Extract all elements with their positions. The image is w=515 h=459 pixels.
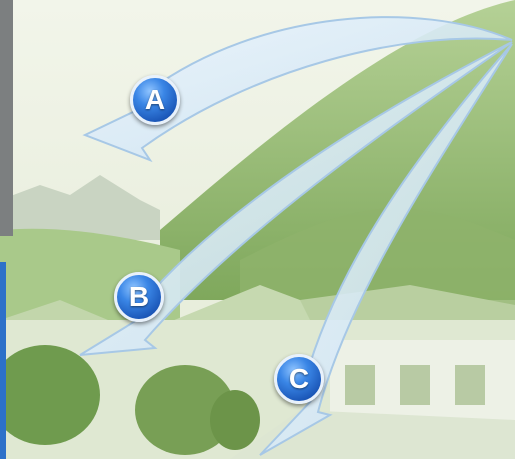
frame-edge-gray: [0, 0, 13, 236]
label-badge-c: C: [274, 354, 324, 404]
frame-edge-blue: [0, 262, 6, 459]
roof-far-left: [0, 300, 120, 325]
label-badge-a: A: [130, 75, 180, 125]
tree: [210, 390, 260, 450]
window: [455, 365, 485, 405]
window: [345, 365, 375, 405]
tree: [135, 365, 235, 455]
tree: [0, 345, 100, 445]
arrow-c: [259, 43, 513, 456]
label-badge-b: B: [114, 272, 164, 322]
arrow-b: [79, 41, 513, 356]
distant-mountains: [0, 175, 160, 240]
window: [400, 365, 430, 405]
